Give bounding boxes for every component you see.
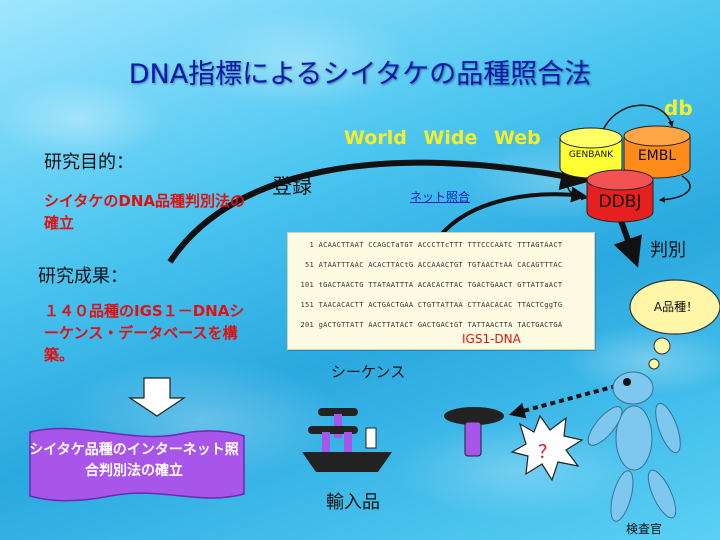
import-label: 輸入品	[326, 492, 380, 513]
question-mark: ？	[538, 442, 556, 463]
mushroom-illustration	[444, 407, 504, 457]
goal-box-text: シイタケ品種のインターネット照合判別法の確立	[29, 442, 239, 479]
net-match-arrow	[438, 186, 588, 238]
bubble-text: A品種！	[653, 300, 699, 314]
thought-dot-1	[653, 337, 671, 355]
net-match-link[interactable]: ネット照合	[410, 190, 471, 204]
research-purpose-text: シイタケのDNA品種判別法の確立	[44, 192, 246, 232]
genbank-label: GENBANK	[568, 150, 614, 160]
db-label: db	[664, 96, 693, 120]
question-burst	[510, 414, 584, 482]
ship-illustration	[302, 408, 392, 472]
thought-dot-2	[648, 358, 660, 370]
inspector-label: 検査官	[626, 522, 663, 536]
sequence-line: 101 tGACTAACTG TTATAATTTA ACACACTTAC TGA…	[296, 281, 563, 289]
sequence-line: 151 TAACACACTT ACTGACTGAA CTGTTATTAA CTT…	[296, 301, 563, 309]
registration-arrow	[167, 159, 591, 264]
research-purpose-heading: 研究目的：	[44, 152, 134, 173]
research-result-heading: 研究成果：	[38, 266, 128, 287]
discrimination-label: 判別	[650, 240, 686, 261]
down-block-arrow	[128, 377, 186, 417]
igs1-dna-label: IGS1-DNA	[462, 332, 521, 346]
genbank-cylinder	[559, 127, 623, 179]
registration-label: 登録	[272, 174, 312, 198]
inspection-arrow	[508, 384, 617, 419]
embl-label: EMBL	[637, 148, 677, 164]
sequence-line: 1 ACAACTTAAT CCAGCTaTGT ACCCTTcTTT TTTCC…	[296, 241, 563, 249]
ddbj-cylinder	[586, 169, 654, 223]
ddbj-label: DDBJ	[598, 192, 642, 212]
page-title: DNA指標によるシイタケの品種照合法	[128, 59, 592, 90]
db-link-arrow-top	[599, 104, 674, 134]
goal-box-shape	[29, 427, 245, 502]
thought-bubble	[629, 279, 720, 335]
www-label: World Wide Web	[344, 127, 541, 149]
sequence-label: シーケンス	[331, 363, 406, 381]
discrimination-arrow	[613, 216, 642, 268]
research-result-text: １４０品種のIGS１－DNAシーケンス・データベースを構築。	[44, 302, 245, 364]
sequence-box: 1 ACAACTTAAT CCAGCTaTGT ACCCTTcTTT TTTCC…	[287, 232, 595, 350]
inspector-figure	[587, 371, 681, 522]
db-link-arrow-left	[567, 175, 588, 201]
db-link-arrow-right	[658, 175, 691, 203]
sequence-line: 201 gACTGTTATT AACTTATACT GACTGACtGT TAT…	[296, 321, 563, 329]
sequence-line: 51 ATAATTTAAC ACACTTACtG ACCAAACTGT TGTA…	[296, 261, 563, 269]
